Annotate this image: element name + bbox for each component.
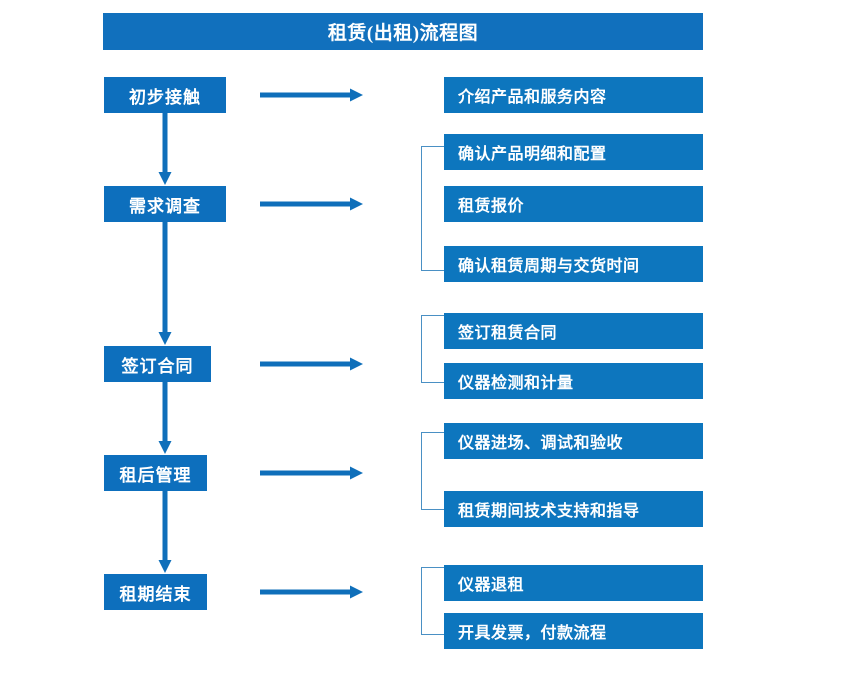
stage-box-3[interactable]: 签订合同 (104, 346, 211, 382)
detail-box-5-2[interactable]: 开具发票，付款流程 (444, 613, 703, 649)
down-arrow-icon-4 (157, 491, 173, 574)
group-bracket-2 (421, 146, 444, 271)
detail-box-5-1[interactable]: 仪器退租 (444, 565, 703, 601)
detail-box-1-1[interactable]: 介绍产品和服务内容 (444, 77, 703, 113)
group-bracket-5 (421, 567, 444, 635)
group-bracket-4 (421, 432, 444, 510)
stage-box-2[interactable]: 需求调查 (104, 186, 226, 222)
detail-box-3-1[interactable]: 签订租赁合同 (444, 313, 703, 349)
stage-box-5[interactable]: 租期结束 (104, 574, 207, 610)
chart-title-banner: 租赁(出租)流程图 (103, 13, 703, 50)
right-arrow-icon-2 (260, 196, 364, 212)
detail-box-2-1[interactable]: 确认产品明细和配置 (444, 134, 703, 170)
detail-box-2-3[interactable]: 确认租赁周期与交货时间 (444, 246, 703, 282)
right-arrow-icon-3 (260, 356, 364, 372)
group-bracket-3 (421, 315, 444, 383)
detail-box-3-2[interactable]: 仪器检测和计量 (444, 363, 703, 399)
right-arrow-icon-4 (260, 465, 364, 481)
down-arrow-icon-2 (157, 222, 173, 346)
detail-box-4-2[interactable]: 租赁期间技术支持和指导 (444, 491, 703, 527)
detail-box-4-1[interactable]: 仪器进场、调试和验收 (444, 423, 703, 459)
right-arrow-icon-1 (260, 87, 364, 103)
right-arrow-icon-5 (260, 584, 364, 600)
down-arrow-icon-3 (157, 382, 173, 455)
stage-box-4[interactable]: 租后管理 (104, 455, 207, 491)
down-arrow-icon-1 (157, 113, 173, 186)
stage-box-1[interactable]: 初步接触 (104, 77, 226, 113)
detail-box-2-2[interactable]: 租赁报价 (444, 186, 703, 222)
